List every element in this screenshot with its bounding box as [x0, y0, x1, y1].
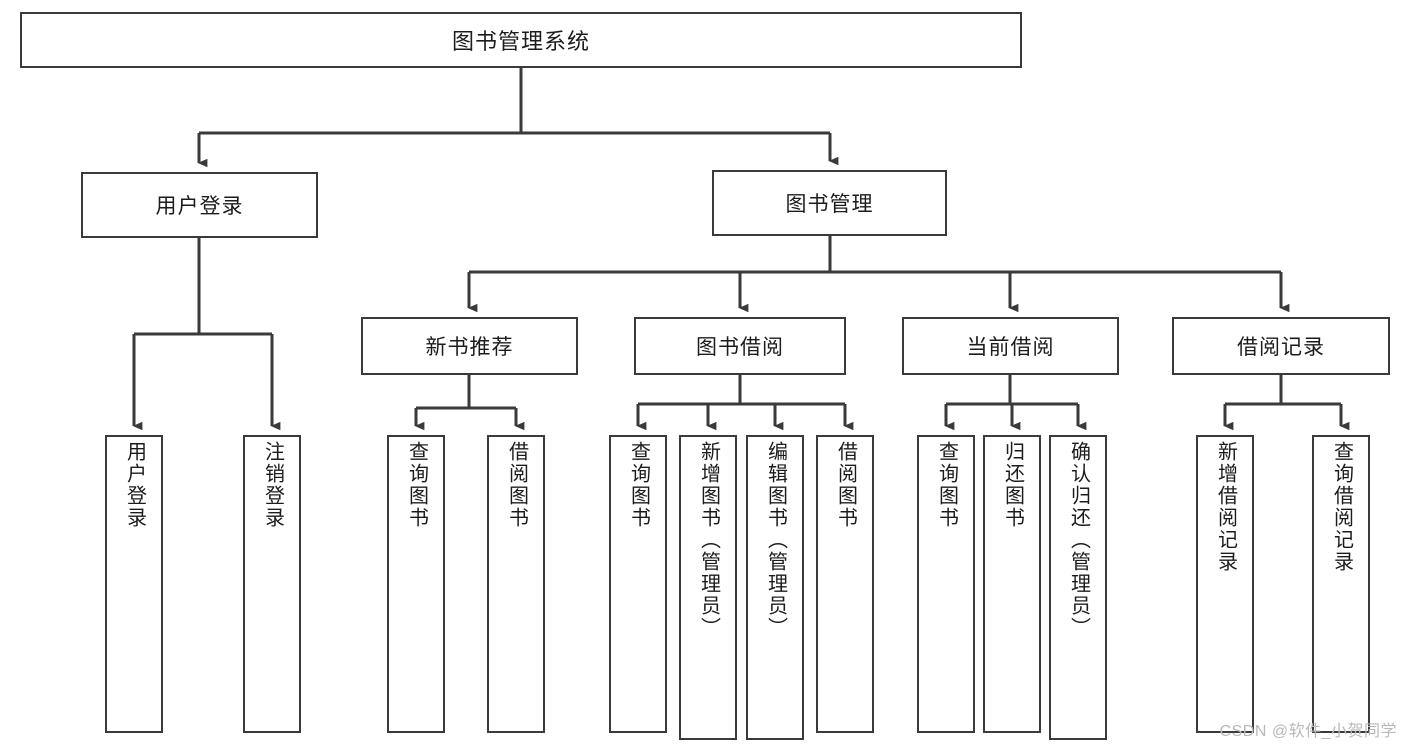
node-leaf-confirm-return-admin-label: 确认归还（管理员） — [1067, 441, 1090, 639]
node-leaf-return-book-label: 归还图书 — [1001, 441, 1024, 529]
node-leaf-query-book-1[interactable]: 查询图书 — [387, 435, 445, 733]
node-root[interactable]: 图书管理系统 — [20, 12, 1022, 68]
node-leaf-query-book-3[interactable]: 查询图书 — [917, 435, 975, 733]
node-leaf-user-login[interactable]: 用户登录 — [105, 435, 163, 733]
node-leaf-add-book-admin[interactable]: 新增图书（管理员） — [679, 435, 737, 740]
node-leaf-return-book[interactable]: 归还图书 — [983, 435, 1041, 733]
node-leaf-borrow-book-2-label: 借阅图书 — [834, 441, 857, 529]
node-leaf-query-borrow-record-label: 查询借阅记录 — [1330, 441, 1353, 573]
node-leaf-user-logout-label: 注销登录 — [261, 441, 284, 529]
node-leaf-borrow-book-1-label: 借阅图书 — [505, 441, 528, 529]
node-borrow-record-label: 借阅记录 — [1237, 336, 1325, 359]
node-leaf-query-borrow-record[interactable]: 查询借阅记录 — [1312, 435, 1370, 733]
node-new-book-recommend[interactable]: 新书推荐 — [361, 317, 578, 375]
node-current-borrow-label: 当前借阅 — [966, 336, 1055, 359]
node-leaf-add-borrow-record-label: 新增借阅记录 — [1214, 441, 1237, 573]
node-leaf-confirm-return-admin[interactable]: 确认归还（管理员） — [1049, 435, 1107, 740]
node-leaf-edit-book-admin-label: 编辑图书（管理员） — [764, 441, 787, 639]
node-book-borrow-label: 图书借阅 — [696, 336, 784, 359]
node-book-borrow[interactable]: 图书借阅 — [634, 317, 846, 375]
node-current-borrow[interactable]: 当前借阅 — [902, 317, 1119, 375]
node-leaf-query-book-2[interactable]: 查询图书 — [609, 435, 667, 733]
node-new-book-recommend-label: 新书推荐 — [425, 336, 514, 359]
node-leaf-query-book-1-label: 查询图书 — [405, 441, 428, 529]
node-root-label: 图书管理系统 — [451, 29, 590, 54]
node-borrow-record[interactable]: 借阅记录 — [1172, 317, 1390, 375]
node-leaf-query-book-3-label: 查询图书 — [935, 441, 958, 529]
node-user-login[interactable]: 用户登录 — [81, 172, 318, 238]
node-leaf-add-borrow-record[interactable]: 新增借阅记录 — [1196, 435, 1254, 733]
node-leaf-borrow-book-2[interactable]: 借阅图书 — [816, 435, 874, 733]
node-leaf-user-login-label: 用户登录 — [123, 441, 146, 529]
node-leaf-query-book-2-label: 查询图书 — [627, 441, 650, 529]
node-book-manage-label: 图书管理 — [785, 193, 874, 216]
watermark-text: CSDN @软件_小贺同学 — [1219, 723, 1397, 740]
node-leaf-edit-book-admin[interactable]: 编辑图书（管理员） — [746, 435, 804, 740]
node-leaf-user-logout[interactable]: 注销登录 — [243, 435, 301, 733]
node-book-manage[interactable]: 图书管理 — [712, 170, 947, 236]
node-user-login-label: 用户登录 — [155, 195, 244, 218]
node-leaf-borrow-book-1[interactable]: 借阅图书 — [487, 435, 545, 733]
node-leaf-add-book-admin-label: 新增图书（管理员） — [697, 441, 720, 639]
